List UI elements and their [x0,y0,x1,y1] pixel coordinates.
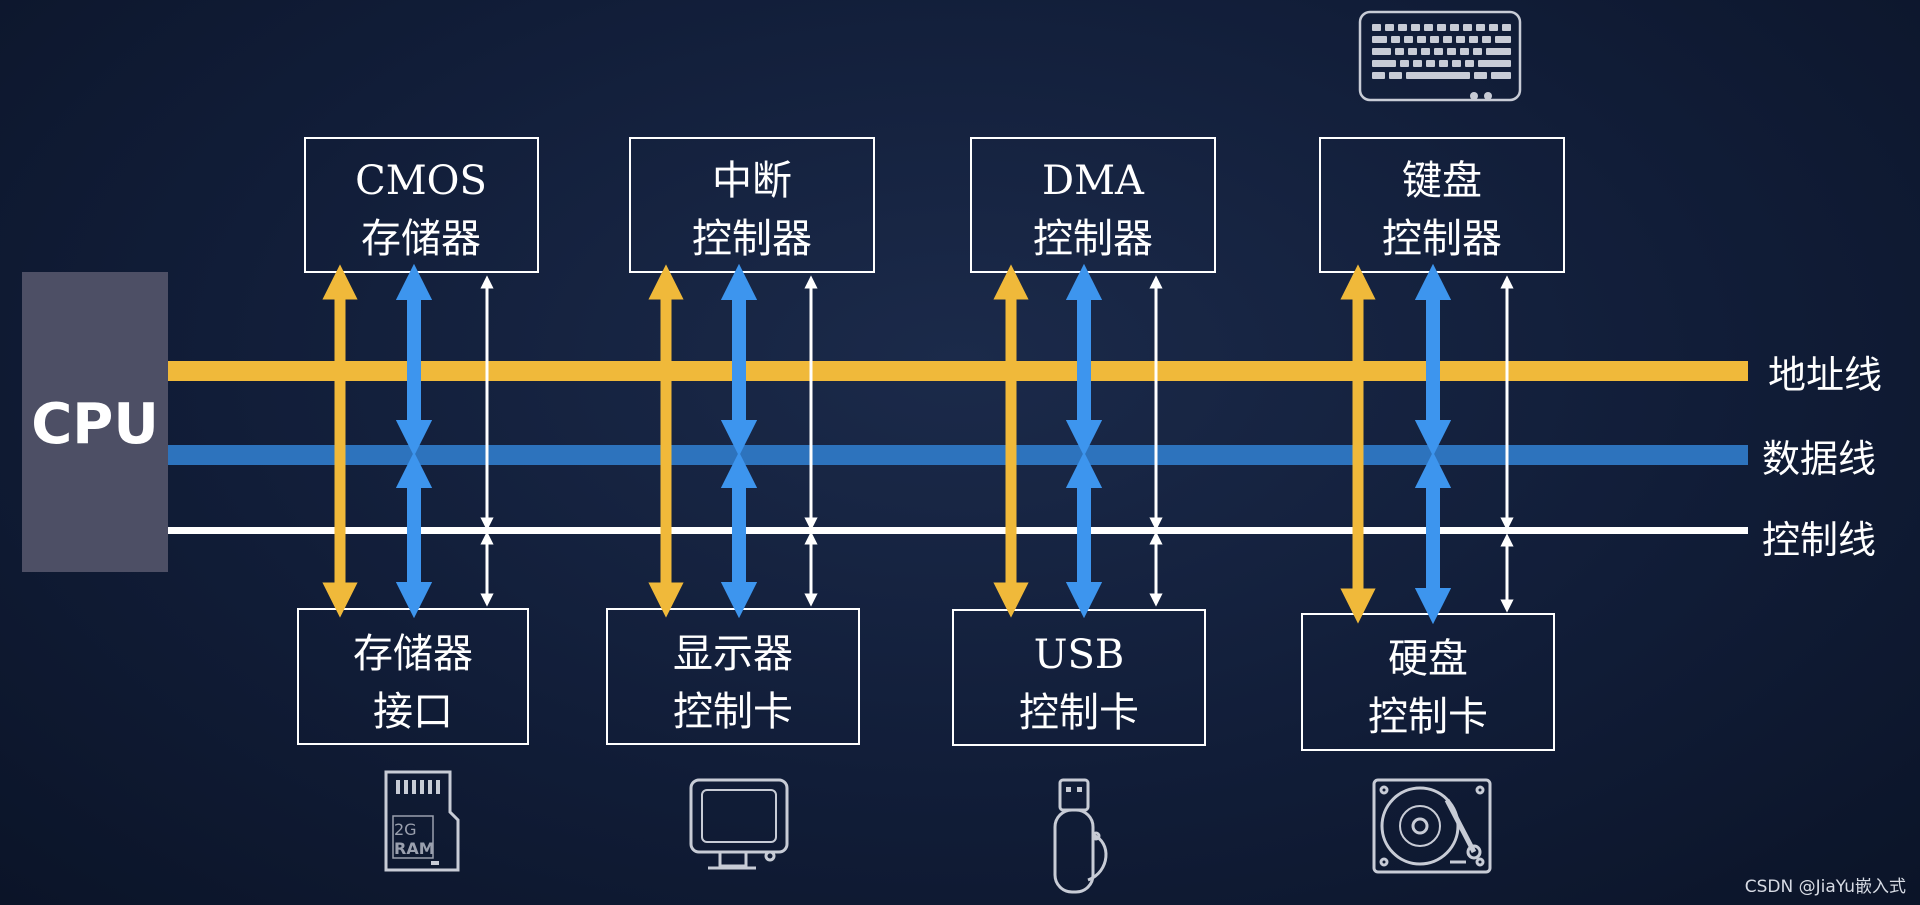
svg-text:USB: USB [1034,632,1125,678]
svg-text:控制卡: 控制卡 [673,689,793,735]
control-arrows [480,275,1514,613]
hard-disk-icon [1372,778,1492,874]
svg-text:控制卡: 控制卡 [1368,694,1488,740]
svg-text:显示器: 显示器 [673,631,793,677]
interrupt-controller-box: 中断 控制器 [629,137,875,273]
svg-text:硬盘: 硬盘 [1388,636,1468,682]
display-controller-card-box: 显示器 控制卡 [606,608,860,745]
hdd-controller-card-box: 硬盘 控制卡 [1301,613,1555,751]
svg-text:DMA: DMA [1042,158,1145,204]
usb-controller-card-box: USB 控制卡 [952,609,1206,746]
svg-text:控制器: 控制器 [1033,216,1153,262]
cmos-memory-box: CMOS 存储器 [304,137,539,273]
control-bus-label: 控制线 [1762,518,1876,562]
data-arrows [395,263,1452,625]
memory-interface-box: 存储器 接口 [297,608,529,745]
svg-text:控制器: 控制器 [692,216,812,262]
ram-card-icon: 2G RAM [384,770,460,872]
svg-text:存储器: 存储器 [353,631,473,677]
control-bus [165,527,1748,534]
keyboard-icon [1358,10,1522,102]
svg-text:控制器: 控制器 [1382,216,1502,262]
svg-text:RAM: RAM [394,839,435,858]
address-bus-label: 地址线 [1768,353,1882,397]
svg-text:2G: 2G [394,820,417,839]
watermark: CSDN @JiaYu嵌入式 [1744,877,1906,897]
cpu-block [22,272,168,572]
svg-text:存储器: 存储器 [361,216,481,262]
svg-text:控制卡: 控制卡 [1019,690,1139,736]
cpu-label: CPU [31,392,159,457]
svg-text:键盘: 键盘 [1402,158,1482,204]
data-bus-label: 数据线 [1762,437,1876,481]
svg-text:中断: 中断 [712,158,792,204]
monitor-icon [689,778,789,870]
address-arrows [322,264,1376,624]
svg-text:CMOS: CMOS [355,158,487,204]
data-bus [165,445,1748,465]
dma-controller-box: DMA 控制器 [970,137,1216,273]
address-bus [165,361,1748,381]
keyboard-controller-box: 键盘 控制器 [1319,137,1565,273]
usb-drive-icon [1053,778,1108,894]
svg-text:接口: 接口 [373,689,453,735]
